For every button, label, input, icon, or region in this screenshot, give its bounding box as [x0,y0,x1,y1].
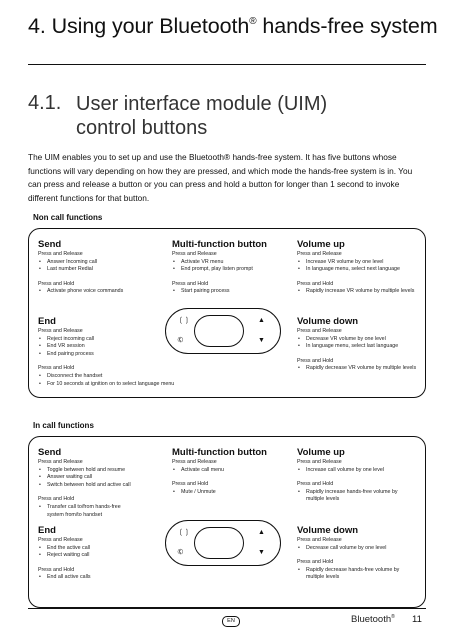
list-item: Activate phone voice commands [39,288,158,296]
volup-column: Volume up Press and Release Increase cal… [297,447,422,504]
list-item: Rapidly decrease hands-free volume by mu… [298,567,408,582]
press-release-label: Press and Release [297,537,342,543]
list-item: Answer Incoming call [39,259,158,267]
press-hold-label: Press and Hold [297,280,334,287]
section-title: User interface module (UIM) control butt… [76,93,328,139]
volume-up-triangle-icon: ▲ [258,529,265,536]
volume-up-triangle-icon: ▲ [258,317,265,324]
uim-device: ❲❳ ✆ ▲ ▼ [165,520,281,566]
volume-down-triangle-icon: ▼ [258,549,265,556]
voldown-column: Volume down Press and Release Decrease c… [297,525,422,582]
voldown-column: Volume down Press and Release Decrease V… [297,316,422,373]
press-hold-label: Press and Hold [172,280,209,287]
voice-recognition-icon: ❲❳ [178,529,190,536]
list-item: Activate VR menu [173,259,282,267]
non-call-box: Send Press and Release Answer Incoming c… [28,228,426,398]
voldown-title: Volume down [297,525,359,536]
list-item: For 10 seconds at ignition on to select … [39,381,178,389]
press-release-label: Press and Release [38,328,83,334]
uim-center-button [194,315,244,347]
press-hold-label: Press and Hold [297,559,334,566]
phone-answer-icon: ✆ [176,336,186,345]
list-item: End all active calls [39,574,158,582]
list-item: End prompt, play listen prompt [173,266,282,274]
list-item: Increase VR volume by one level [298,259,422,267]
list-item: Transfer call to/from hands-free system … [39,504,125,519]
press-release-label: Press and Release [38,251,83,257]
press-hold-label: Press and Hold [38,496,75,503]
multi-title: Multi-function button [172,447,267,458]
multi-column: Multi-function button Press and Release … [172,239,282,296]
press-release-label: Press and Release [38,459,83,465]
chapter-title: 4. Using your Bluetooth® hands-free syst… [28,14,438,38]
send-title: Send [38,447,62,458]
in-call-heading: In call functions [33,421,94,430]
volume-down-triangle-icon: ▼ [258,337,265,344]
list-item: Rapidly increase VR volume by multiple l… [298,288,422,296]
language-badge: EN [222,616,240,627]
press-release-label: Press and Release [297,251,342,257]
press-hold-label: Press and Hold [172,481,209,488]
list-item: Rapidly decrease VR volume by multiple l… [298,365,422,373]
list-item: Disconnect the handset [39,373,178,381]
press-release-label: Press and Release [297,459,342,465]
list-item: Toggle between hold and resume [39,467,148,475]
volup-column: Volume up Press and Release Increase VR … [297,239,422,296]
page-number: 11 [412,614,422,625]
list-item: End pairing process [39,351,178,359]
voice-recognition-icon: ❲❳ [178,317,190,324]
footer-brand: Bluetooth® [351,614,395,625]
list-item: In language menu, select last language [298,343,422,351]
list-item: Decrease VR volume by one level [298,336,422,344]
list-item: Start pairing process [173,288,282,296]
list-item: Mute / Unmute [173,489,282,497]
press-release-label: Press and Release [172,251,217,257]
list-item: Reject incoming call [39,336,178,344]
end-title: End [38,316,56,327]
end-column: End Press and Release End the active cal… [38,525,158,582]
list-item: Increase call volume by one level [298,467,422,475]
footer-rule [28,608,426,609]
list-item: Answer waiting call [39,474,148,482]
send-column: Send Press and Release Toggle between ho… [38,447,148,519]
volup-title: Volume up [297,447,345,458]
multi-title: Multi-function button [172,239,267,250]
list-item: Last number Redial [39,266,158,274]
uim-device: ❲❳ ✆ ▲ ▼ [165,308,281,354]
end-column: End Press and Release Reject incoming ca… [38,316,178,388]
press-hold-label: Press and Hold [38,566,75,573]
non-call-heading: Non call functions [33,213,103,222]
end-title: End [38,525,56,536]
list-item: Reject waiting call [39,552,158,560]
list-item: Activate call menu [173,467,282,475]
title-rule [28,64,426,65]
list-item: Switch between hold and active call [39,482,148,490]
list-item: End VR session [39,343,178,351]
press-release-label: Press and Release [38,537,83,543]
list-item: Rapidly increase hands-free volume by mu… [298,489,408,504]
press-hold-label: Press and Hold [297,481,334,488]
send-column: Send Press and Release Answer Incoming c… [38,239,158,296]
multi-column: Multi-function button Press and Release … [172,447,282,496]
uim-center-button [194,527,244,559]
section-number: 4.1. [28,92,62,114]
list-item: End the active call [39,545,158,553]
list-item: In language menu, select next language [298,266,422,274]
voldown-title: Volume down [297,316,359,327]
volup-title: Volume up [297,239,345,250]
send-title: Send [38,239,62,250]
in-call-box: Send Press and Release Toggle between ho… [28,436,426,608]
list-item: Decrease call volume by one level [298,545,422,553]
intro-paragraph: The UIM enables you to set up and use th… [28,152,413,203]
press-release-label: Press and Release [297,328,342,334]
press-hold-label: Press and Hold [38,280,75,287]
press-release-label: Press and Release [172,459,217,465]
phone-answer-icon: ✆ [176,548,186,557]
press-hold-label: Press and Hold [38,365,75,372]
press-hold-label: Press and Hold [297,357,334,364]
